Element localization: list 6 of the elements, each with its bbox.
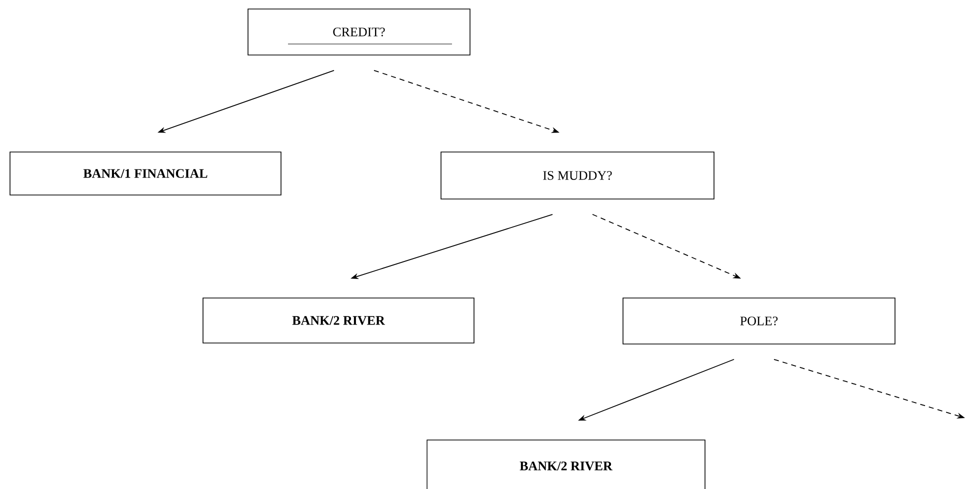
leaf-box: BANK/2 RIVER: [426, 440, 706, 489]
leaf-box: BANK/2 RIVER: [202, 298, 474, 344]
decision-box: POLE?: [622, 298, 896, 344]
decision-box: CREDIT?: [248, 8, 470, 56]
decision-box: IS MUDDY?: [440, 152, 714, 200]
leaf-box: BANK/1 FINANCIAL: [10, 152, 282, 196]
